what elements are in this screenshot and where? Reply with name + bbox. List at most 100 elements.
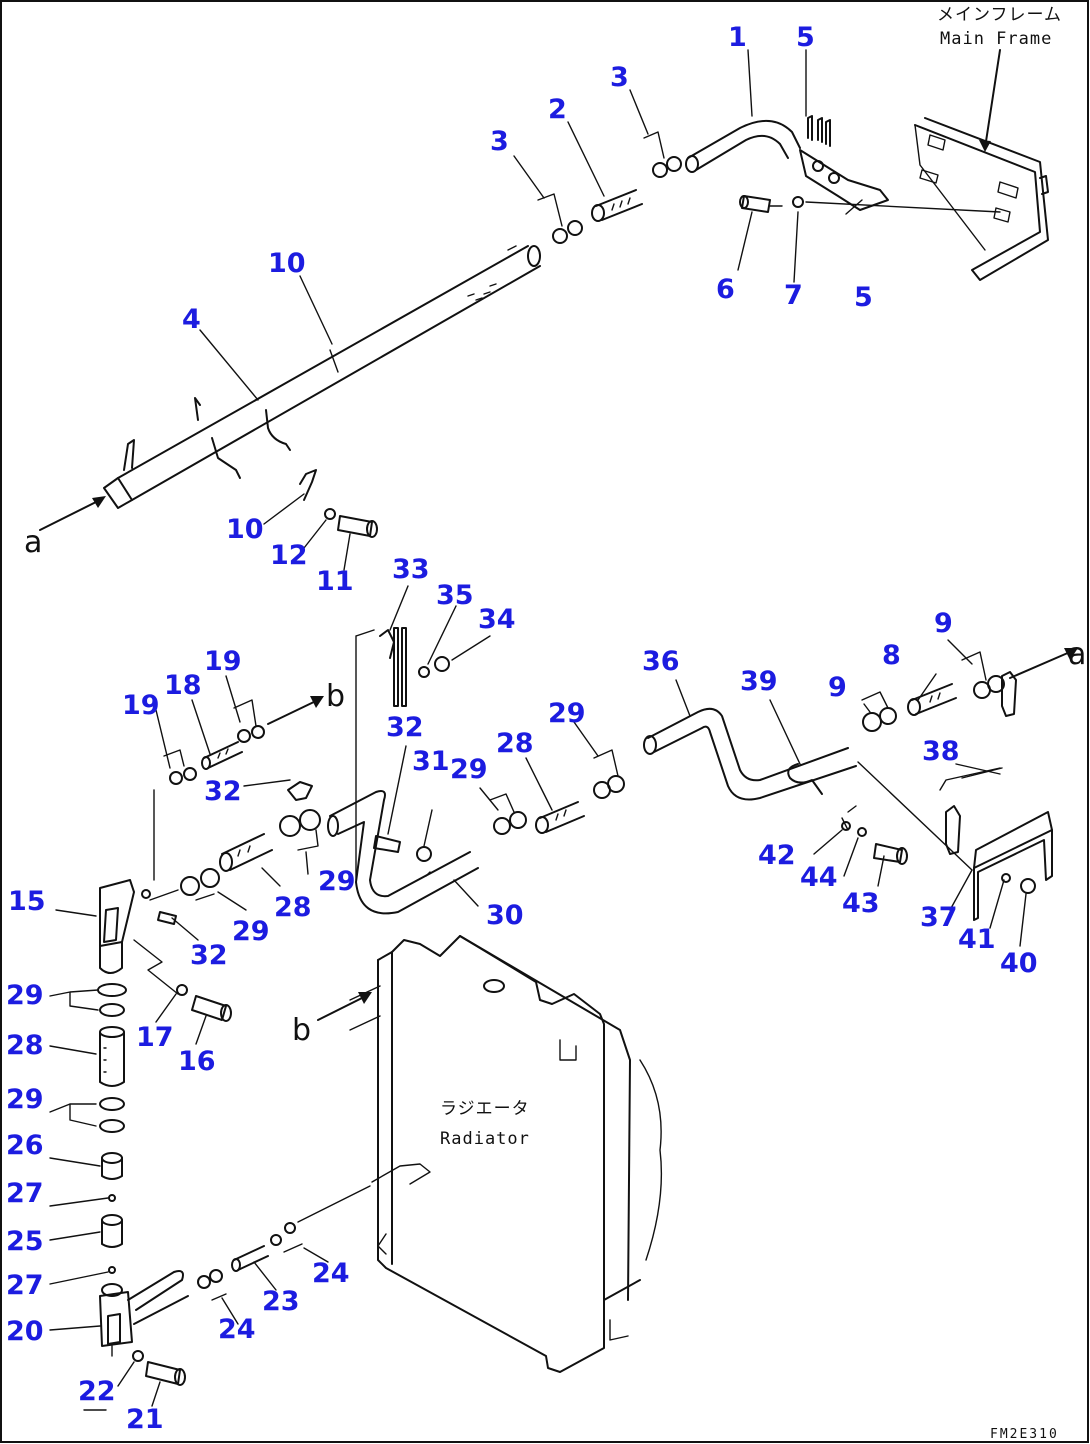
callout-29-e: 29	[6, 980, 44, 1011]
callout-30: 30	[486, 900, 524, 931]
oring-27-upper	[108, 1194, 116, 1202]
clamp-29-stack-lower	[99, 1097, 125, 1133]
block-15	[99, 879, 179, 995]
callout-19-right: 19	[204, 646, 242, 677]
callout-8: 8	[882, 640, 901, 671]
elbow-26	[101, 1152, 123, 1180]
bolt-6	[739, 195, 783, 213]
washer-7	[792, 196, 804, 208]
clamp-29-left-right	[279, 809, 321, 851]
hose-28-left	[219, 833, 273, 872]
callout-35: 35	[436, 580, 474, 611]
clamp-29-mid-left	[489, 793, 527, 835]
connector-b-top: b	[326, 679, 345, 714]
callout-27-upper: 27	[6, 1178, 44, 1209]
callout-29-b: 29	[450, 754, 488, 785]
hose-18	[201, 741, 243, 770]
callout-29-a: 29	[548, 698, 586, 729]
connector-a-left: a	[24, 525, 42, 560]
callout-43: 43	[842, 888, 880, 919]
main-frame-arrowhead	[979, 140, 991, 152]
callout-2: 2	[548, 94, 567, 125]
bolt-43	[873, 843, 908, 865]
main-frame-drawing	[914, 117, 1049, 281]
callout-18: 18	[164, 670, 202, 701]
hose-28-stack	[99, 1026, 125, 1087]
bolt-11	[337, 515, 378, 538]
main-frame-label-jp: メインフレーム	[937, 5, 1062, 25]
callout-32-lower: 32	[190, 940, 228, 971]
connector-b-bottom: b	[292, 1013, 311, 1048]
callout-38: 38	[922, 736, 960, 767]
callout-9-right: 9	[934, 608, 953, 639]
callout-26: 26	[6, 1130, 44, 1161]
washer-22	[132, 1350, 144, 1362]
leader-lines	[49, 49, 1027, 1411]
oring-27-lower	[108, 1266, 116, 1274]
radiator-drawing	[349, 935, 663, 1373]
callout-23: 23	[262, 1286, 300, 1317]
callout-29-f: 29	[6, 1084, 44, 1115]
callout-40: 40	[1000, 948, 1038, 979]
radiator-label-en: Radiator	[440, 1129, 530, 1149]
hose-28-mid	[535, 801, 585, 834]
hose-8	[907, 683, 957, 716]
pipe-36	[643, 707, 857, 801]
callout-3-lower: 3	[490, 126, 509, 157]
washer-12	[324, 508, 336, 520]
tube-4	[103, 245, 541, 509]
callout-17: 17	[136, 1022, 174, 1053]
bolt-21	[145, 1361, 186, 1386]
clamp-9-left	[861, 691, 897, 732]
main-frame-label-en: Main Frame	[940, 29, 1052, 49]
clamp-19-upper	[233, 699, 265, 743]
connector-b-bottom-arrow	[317, 995, 367, 1021]
clip-32-upper	[287, 781, 313, 801]
washer-42	[841, 821, 851, 831]
callout-28-stack: 28	[6, 1030, 44, 1061]
fitting-25	[101, 1214, 123, 1248]
callout-1: 1	[728, 22, 747, 53]
clamp-24-left	[197, 1269, 227, 1301]
callout-9-left: 9	[828, 672, 847, 703]
callout-28-mid: 28	[496, 728, 534, 759]
bolt-40	[1020, 878, 1036, 894]
callout-16: 16	[178, 1046, 216, 1077]
washer-41	[1001, 873, 1011, 883]
clamp-9-right	[961, 651, 1005, 699]
callout-31: 31	[412, 746, 450, 777]
drawing-code: FM2E310	[990, 1427, 1059, 1442]
callout-24-right: 24	[312, 1258, 350, 1289]
support-line	[355, 629, 375, 881]
callout-20: 20	[6, 1316, 44, 1347]
connector-a-right: a	[1068, 637, 1086, 672]
callout-5-top: 5	[796, 22, 815, 53]
clip-32-mid	[373, 835, 401, 853]
clip-10	[299, 469, 317, 501]
connector-a-left-arrow	[39, 499, 101, 531]
clamp-24-right	[270, 1185, 371, 1253]
hose-1	[687, 120, 801, 159]
nut-31	[416, 846, 432, 862]
radiator-label-jp: ラジエータ	[440, 1099, 530, 1119]
main-frame-arrow	[984, 49, 1001, 149]
callout-21: 21	[126, 1404, 164, 1435]
pipe-30	[327, 790, 479, 915]
callout-5-bottom: 5	[854, 282, 873, 313]
callout-10-top: 10	[268, 248, 306, 279]
connector-a-right-arrow	[1009, 651, 1071, 679]
callout-27-lower: 27	[6, 1270, 44, 1301]
plate-38	[939, 671, 1017, 855]
clamp-29-left-left	[180, 868, 220, 901]
callout-28-left: 28	[274, 892, 312, 923]
clip-39	[787, 763, 823, 795]
callout-37: 37	[920, 902, 958, 933]
callout-42: 42	[758, 840, 796, 871]
callout-15: 15	[8, 886, 46, 917]
bolt-16	[191, 995, 232, 1022]
clamp-3-upper	[643, 131, 682, 178]
callout-7: 7	[784, 280, 803, 311]
callout-4: 4	[182, 304, 201, 335]
